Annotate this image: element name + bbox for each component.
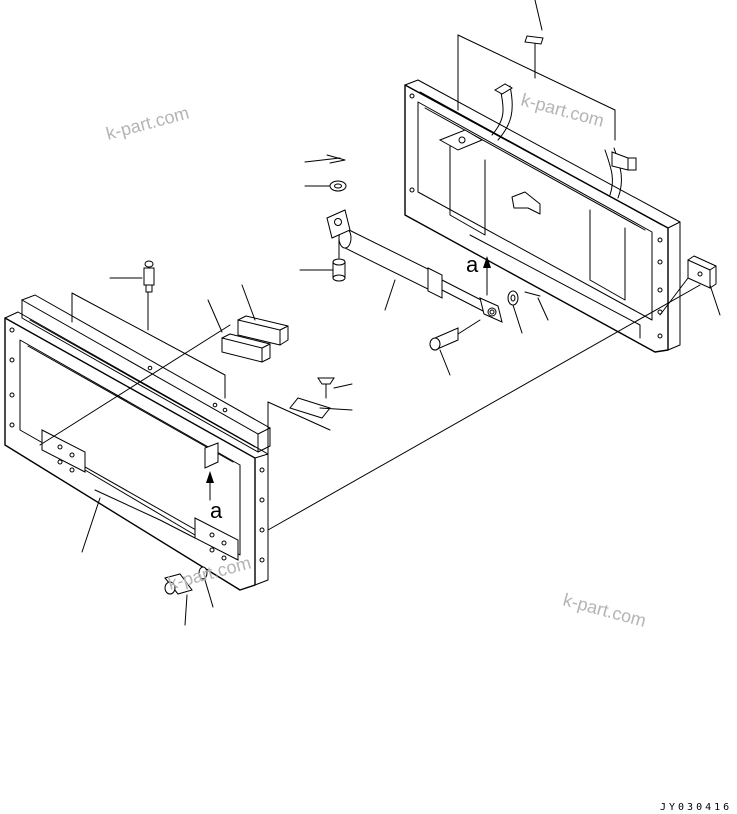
assembly-line <box>267 284 701 531</box>
detail-marker-upper: a <box>466 252 491 296</box>
front-frame <box>4 294 272 591</box>
screw-and-plate <box>267 377 353 456</box>
cylinder-hardware <box>299 154 549 376</box>
wear-pads <box>207 284 289 363</box>
watermark-1: k-part.com <box>104 103 191 144</box>
spacer-block <box>659 255 721 316</box>
watermark-3: k-part.com <box>166 553 253 594</box>
watermark-4: k-part.com <box>561 590 648 631</box>
leader-lines-rear <box>457 0 616 141</box>
grease-fitting <box>143 260 155 293</box>
detail-label-upper: a <box>466 252 479 277</box>
rear-frame <box>404 79 681 353</box>
bolt-and-washer <box>164 566 214 626</box>
watermark-2: k-part.com <box>519 90 606 131</box>
drawing-code: JY030416 <box>660 802 732 813</box>
detail-marker-lower: a <box>206 471 223 523</box>
hydraulic-cylinder <box>326 209 503 323</box>
leader-lines-front <box>39 277 231 553</box>
detail-label-lower: a <box>210 498 223 523</box>
